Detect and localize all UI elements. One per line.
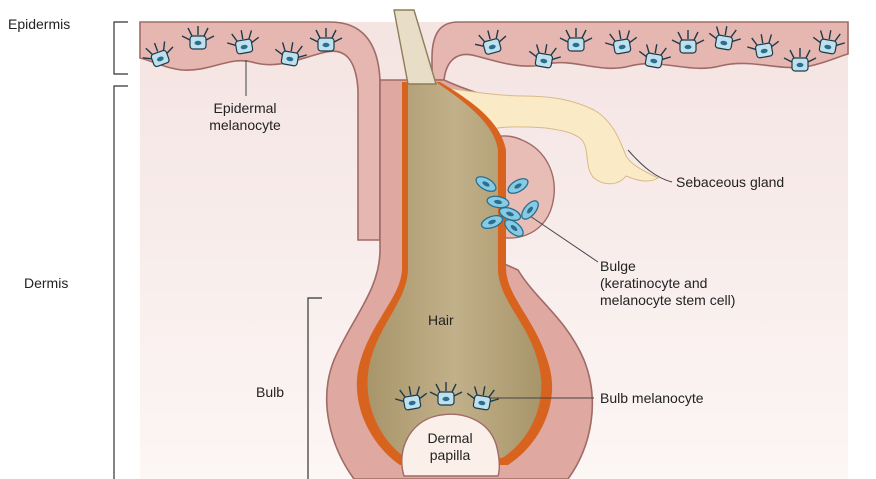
label-epidermal-melanocyte-line1: Epidermal [190,100,300,117]
epidermis-bracket [114,22,128,74]
label-bulge-line2: (keratinocyte and [600,275,735,292]
label-bulge-line1: Bulge [600,258,735,275]
label-epidermis: Epidermis [8,16,70,33]
dermis-bracket [114,86,128,479]
label-hair: Hair [428,312,454,329]
label-bulge: Bulge (keratinocyte and melanocyte stem … [600,258,735,309]
label-dermal-papilla-line1: Dermal [412,430,488,447]
label-epidermal-melanocyte-line2: melanocyte [190,117,300,134]
label-dermal-papilla: Dermal papilla [412,430,488,464]
label-dermis: Dermis [24,275,68,292]
label-bulge-line3: melanocyte stem cell) [600,292,735,309]
label-dermal-papilla-line2: papilla [412,447,488,464]
label-bulb: Bulb [256,384,284,401]
label-sebaceous-gland: Sebaceous gland [676,174,784,191]
label-epidermal-melanocyte: Epidermal melanocyte [190,100,300,134]
label-bulb-melanocyte: Bulb melanocyte [600,390,704,407]
